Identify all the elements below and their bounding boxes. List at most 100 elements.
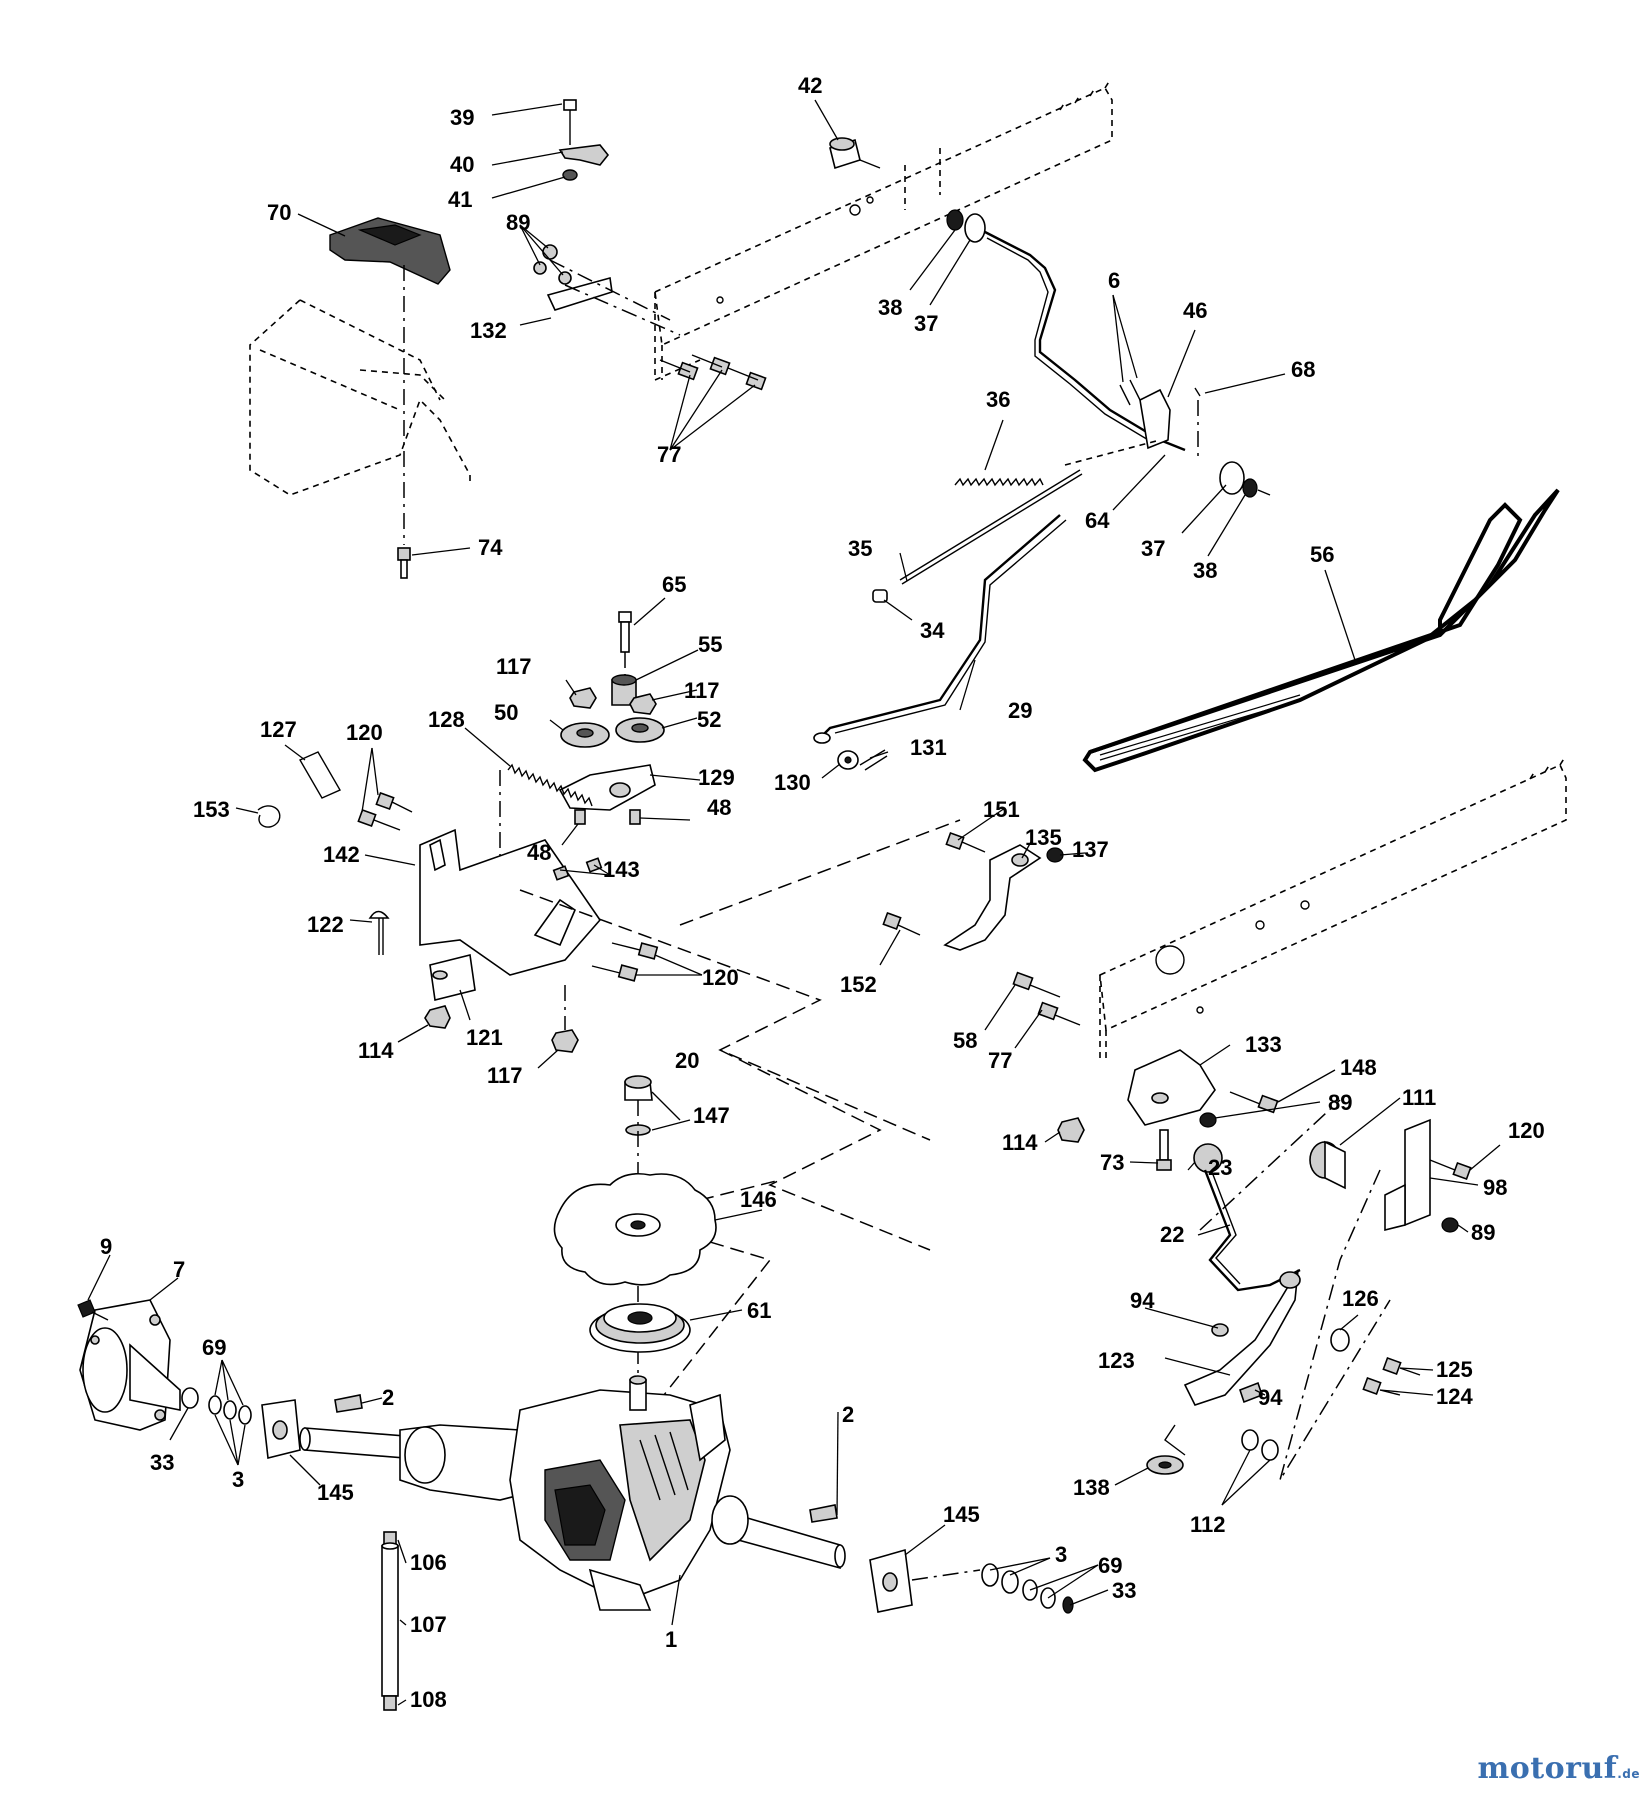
label-89: 89 xyxy=(506,210,530,235)
watermark-logo: motoruf.de xyxy=(1478,1751,1640,1786)
label-89-b: 89 xyxy=(1328,1090,1352,1115)
label-69-b: 69 xyxy=(1098,1553,1122,1578)
label-151: 151 xyxy=(983,797,1020,822)
label-125: 125 xyxy=(1436,1357,1473,1382)
label-23: 23 xyxy=(1208,1155,1232,1180)
label-137: 137 xyxy=(1072,837,1109,862)
label-34: 34 xyxy=(920,618,945,643)
label-74: 74 xyxy=(478,535,503,560)
spring-36 xyxy=(954,477,1044,487)
washer-130 xyxy=(837,749,888,771)
label-143: 143 xyxy=(603,857,640,882)
label-94: 94 xyxy=(1130,1288,1155,1313)
label-114-b: 114 xyxy=(1002,1130,1038,1155)
transaxle-1 xyxy=(299,1375,846,1611)
axle-hardware-right xyxy=(809,1504,1074,1614)
label-117: 117 xyxy=(496,654,532,679)
label-123: 123 xyxy=(1098,1348,1135,1373)
label-46: 46 xyxy=(1183,298,1207,323)
label-29: 29 xyxy=(1008,698,1032,723)
label-37-lower: 37 xyxy=(1141,536,1165,561)
label-117-c: 117 xyxy=(487,1063,523,1088)
label-138: 138 xyxy=(1073,1475,1110,1500)
label-98: 98 xyxy=(1483,1175,1507,1200)
label-3: 3 xyxy=(232,1467,244,1492)
washers-37-38 xyxy=(1219,461,1271,498)
label-22: 22 xyxy=(1160,1222,1184,1247)
wheel-hub-7 xyxy=(77,1299,363,1459)
belt-56 xyxy=(1082,488,1560,773)
label-36: 36 xyxy=(986,387,1010,412)
label-89-c: 89 xyxy=(1471,1220,1495,1245)
bolt-clip-39-41 xyxy=(558,99,610,181)
label-20: 20 xyxy=(675,1048,699,1073)
watermark-brand: motoruf xyxy=(1477,1751,1618,1786)
label-6: 6 xyxy=(1108,268,1120,293)
label-153: 153 xyxy=(193,797,230,822)
label-61: 61 xyxy=(747,1298,771,1323)
rod-35 xyxy=(872,439,1161,603)
label-152: 152 xyxy=(840,972,877,997)
label-129: 129 xyxy=(698,765,735,790)
label-77: 77 xyxy=(657,442,681,467)
label-2-b: 2 xyxy=(842,1402,854,1427)
fan-pulley xyxy=(553,1075,717,1420)
label-42: 42 xyxy=(798,73,822,98)
motion-linkage xyxy=(519,819,1064,1401)
label-148: 148 xyxy=(1340,1055,1377,1080)
label-107: 107 xyxy=(410,1612,447,1637)
label-2: 2 xyxy=(382,1385,394,1410)
label-50: 50 xyxy=(494,700,518,725)
label-40: 40 xyxy=(450,152,474,177)
label-7: 7 xyxy=(173,1257,185,1282)
label-120-b: 120 xyxy=(702,965,739,990)
label-65: 65 xyxy=(662,572,686,597)
spacer-42 xyxy=(829,137,881,170)
label-121: 121 xyxy=(466,1025,503,1050)
label-58: 58 xyxy=(953,1028,977,1053)
label-48-b: 48 xyxy=(527,840,551,865)
label-106: 106 xyxy=(410,1550,447,1575)
label-124: 124 xyxy=(1436,1384,1473,1409)
watermark-tld: .de xyxy=(1617,1767,1640,1781)
label-120-c: 120 xyxy=(1508,1118,1545,1143)
label-38-lower: 38 xyxy=(1193,558,1217,583)
label-147: 147 xyxy=(693,1103,730,1128)
label-94-b: 94 xyxy=(1258,1385,1283,1410)
bracket-46 xyxy=(1119,379,1201,460)
label-33: 33 xyxy=(150,1450,174,1475)
label-128: 128 xyxy=(428,707,465,732)
label-55: 55 xyxy=(698,632,722,657)
label-145-b: 145 xyxy=(943,1502,980,1527)
fender-pan xyxy=(249,299,471,496)
label-64: 64 xyxy=(1085,508,1110,533)
part-labels: 39 40 41 42 70 89 132 38 37 6 46 68 36 7… xyxy=(100,73,1545,1712)
label-145: 145 xyxy=(317,1480,354,1505)
label-33-b: 33 xyxy=(1112,1578,1136,1603)
label-142: 142 xyxy=(323,842,360,867)
rod-29 xyxy=(813,514,1067,744)
label-39: 39 xyxy=(450,105,474,130)
label-108: 108 xyxy=(410,1687,447,1712)
bolt-74 xyxy=(397,547,411,579)
label-117-b: 117 xyxy=(684,678,720,703)
label-37: 37 xyxy=(914,311,938,336)
label-56: 56 xyxy=(1310,542,1334,567)
label-126: 126 xyxy=(1342,1286,1379,1311)
upper-frame-rail xyxy=(654,79,1113,381)
label-112: 112 xyxy=(1190,1512,1226,1537)
idler-assembly xyxy=(257,611,665,1053)
label-69: 69 xyxy=(202,1335,226,1360)
label-77-b: 77 xyxy=(988,1048,1012,1073)
label-120: 120 xyxy=(346,720,383,745)
label-127: 127 xyxy=(260,717,297,742)
pin-107 xyxy=(381,1531,399,1711)
label-114: 114 xyxy=(358,1038,394,1063)
label-111: 111 xyxy=(1402,1085,1436,1110)
lower-frame-rail xyxy=(1099,756,1567,1060)
label-9: 9 xyxy=(100,1234,112,1259)
label-1: 1 xyxy=(665,1627,677,1652)
label-131: 131 xyxy=(910,735,947,760)
seat-cover-70 xyxy=(329,217,451,545)
